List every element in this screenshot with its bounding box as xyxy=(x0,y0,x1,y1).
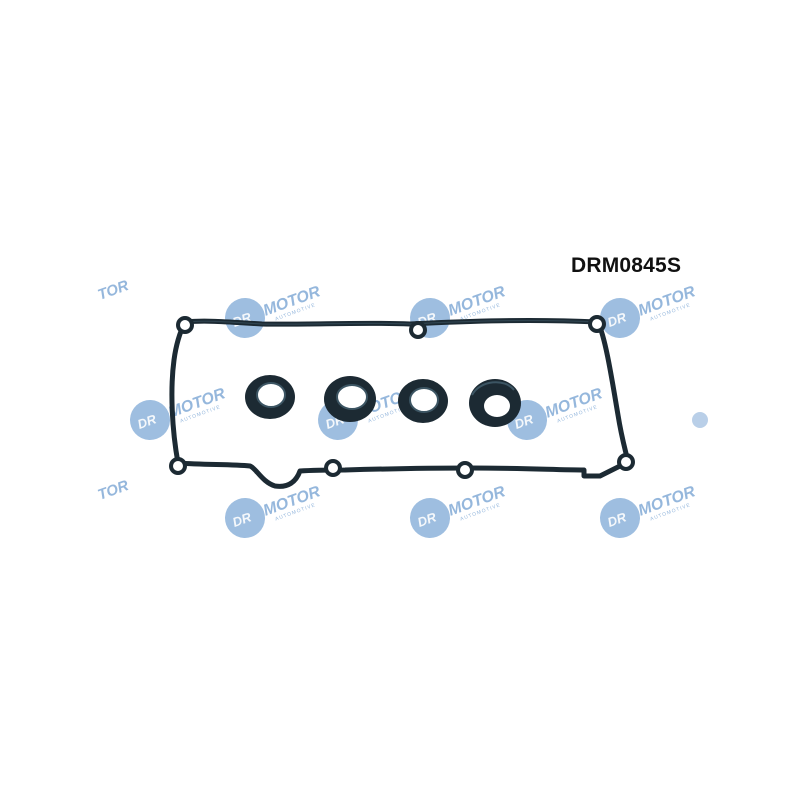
watermark-logo xyxy=(219,271,327,344)
seal-ring-2 xyxy=(324,376,376,422)
watermark-logo xyxy=(594,271,702,344)
svg-text:TOR: TOR xyxy=(96,477,131,504)
watermark-logo xyxy=(124,373,232,446)
svg-text:TOR: TOR xyxy=(96,277,131,304)
valve-cover-gasket xyxy=(169,315,635,489)
seal-ring-1 xyxy=(245,375,295,419)
product-code-label: DRM0845S xyxy=(571,254,682,277)
seal-ring-3 xyxy=(398,379,448,423)
watermark-logo xyxy=(404,471,512,544)
seal-ring-4 xyxy=(469,379,521,427)
watermark-logo xyxy=(594,471,702,544)
